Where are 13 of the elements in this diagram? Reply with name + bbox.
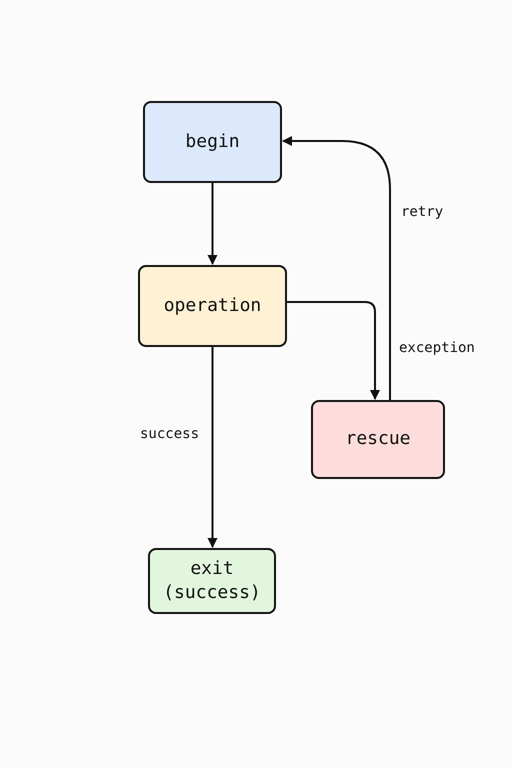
arrow — [282, 136, 391, 400]
node-label: begin — [185, 130, 240, 154]
process-box — [143, 101, 282, 183]
process-box — [148, 548, 276, 614]
node-label: exit (success) — [162, 556, 262, 605]
process-box — [138, 265, 287, 347]
arrow — [287, 301, 380, 400]
arrow — [208, 347, 218, 548]
edge-label: exception — [399, 338, 475, 358]
node-label: rescue — [345, 427, 411, 452]
process-box — [311, 400, 445, 479]
node-label: operation — [164, 294, 262, 318]
arrow — [208, 183, 218, 265]
